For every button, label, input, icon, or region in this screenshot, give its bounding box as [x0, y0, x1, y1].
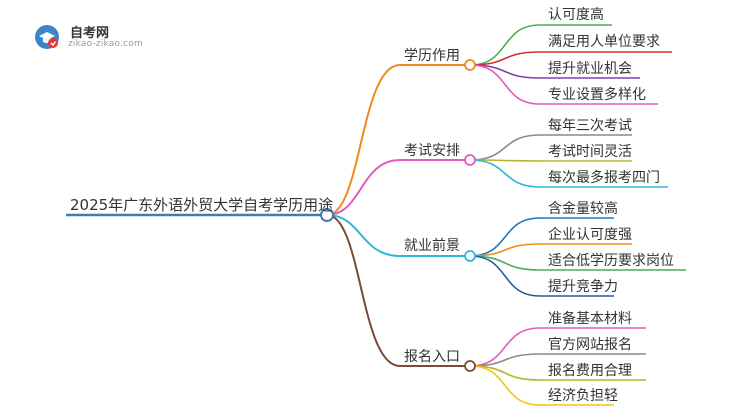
leaf-label: 每年三次考试 [548, 118, 632, 134]
leaf-label: 适合低学历要求岗位 [548, 253, 674, 269]
leaf-label: 考试时间灵活 [548, 144, 632, 160]
branch-to-leaf-connector [469, 64, 541, 105]
branch-to-leaf-connector [469, 51, 541, 66]
leaf-label: 提升就业机会 [548, 61, 632, 77]
branch-to-leaf-connector [469, 217, 541, 257]
root-to-branch-connector [326, 214, 401, 257]
branch-node-circle [464, 154, 476, 166]
branch-to-leaf-connector [469, 159, 541, 188]
branch-label-education-role: 学历作用 [404, 48, 460, 64]
branch-node-circle [464, 250, 476, 262]
branch-to-leaf-connector [469, 255, 541, 297]
leaf-label: 每次最多报考四门 [548, 170, 660, 186]
leaf-label: 官方网站报名 [548, 337, 632, 353]
site-logo[interactable]: 自考网 zikao-zikao.com [30, 18, 150, 54]
leaf-label: 提升竞争力 [548, 279, 618, 295]
branch-node-circle [464, 360, 476, 372]
branch-label-registration: 报名入口 [404, 349, 460, 365]
leaf-label: 报名费用合理 [548, 363, 632, 379]
leaf-label: 准备基本材料 [548, 311, 632, 327]
leaf-label: 专业设置多样化 [548, 87, 646, 103]
leaf-label: 满足用人单位要求 [548, 34, 660, 50]
leaf-label: 经济负担轻 [548, 388, 618, 404]
branch-node-circle [464, 59, 476, 71]
branch-to-leaf-connector [469, 255, 541, 271]
branch-to-leaf-connector [469, 24, 541, 66]
branch-label-employment: 就业前景 [404, 238, 460, 254]
branch-to-leaf-connector [469, 327, 541, 367]
root-to-branch-connector [326, 214, 401, 367]
branch-to-leaf-connector [469, 134, 541, 161]
root-to-branch-connector [326, 64, 401, 216]
logo-url: zikao-zikao.com [68, 39, 143, 49]
root-topic: 2025年广东外语外贸大学自考学历用途 [70, 196, 334, 214]
leaf-label: 认可度高 [548, 7, 604, 23]
root-node-circle [320, 208, 334, 222]
leaf-label: 含金量较高 [548, 201, 618, 217]
leaf-label: 企业认可度强 [548, 227, 632, 243]
graduation-cap-icon [35, 25, 59, 49]
branch-to-leaf-connector [469, 365, 541, 406]
root-to-branch-connector [326, 159, 401, 216]
logo-name: 自考网 [70, 26, 110, 41]
branch-to-leaf-connector [469, 64, 541, 79]
branch-label-exam-schedule: 考试安排 [404, 143, 460, 159]
branch-to-leaf-connector [469, 365, 541, 381]
